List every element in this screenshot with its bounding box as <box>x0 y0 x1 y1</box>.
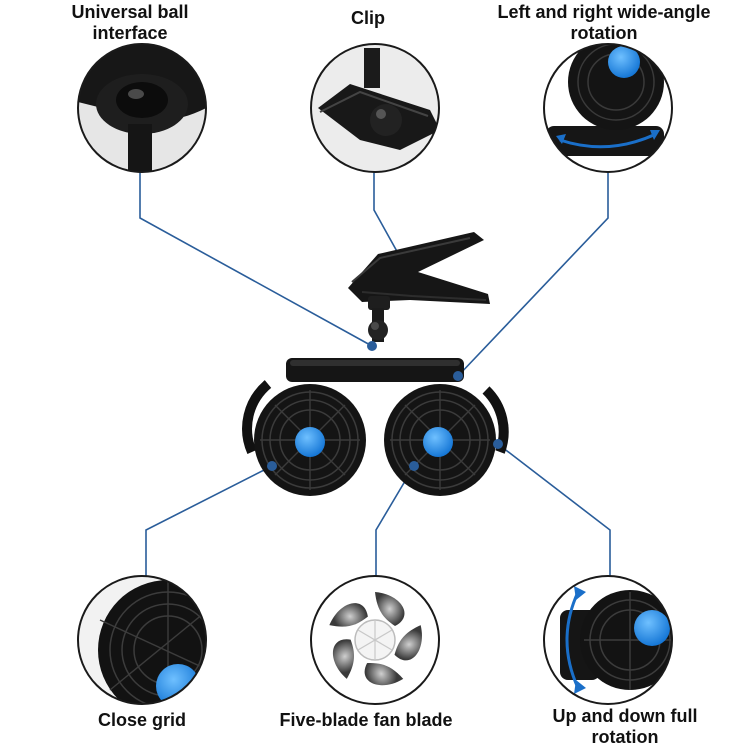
product-fan-left <box>242 380 366 496</box>
label-line: Up and down full <box>552 706 698 726</box>
product-clip <box>348 232 490 310</box>
detail-fan-blade <box>310 575 440 705</box>
connector-close-grid <box>145 465 273 576</box>
label-left-right-rotation: Left and right wide-angle rotation <box>468 2 740 44</box>
label-line: Five-blade fan blade <box>279 710 453 730</box>
connector-clip <box>373 172 405 265</box>
label-up-down-rotation: Up and down full rotation <box>500 706 750 748</box>
label-line: interface <box>92 23 168 43</box>
connector-fan-blade <box>375 465 415 576</box>
detail-rotation-lr <box>543 43 673 173</box>
connector-lines <box>139 172 611 576</box>
label-line: Universal ball <box>71 2 189 22</box>
product-mount-bar <box>286 358 464 382</box>
detail-close-grid <box>77 575 207 705</box>
label-line: Left and right wide-angle <box>497 2 711 22</box>
connector-rotation-ud <box>497 443 611 576</box>
label-line: Close grid <box>97 710 186 730</box>
product-ball-joint <box>367 308 388 351</box>
connector-rotation-lr <box>457 172 609 377</box>
label-universal-ball-interface: Universal ball interface <box>40 2 220 44</box>
connector-universal-ball <box>139 172 373 347</box>
label-line: rotation <box>591 727 659 747</box>
label-five-blade-fan-blade: Five-blade fan blade <box>248 710 484 731</box>
label-line: rotation <box>570 23 638 43</box>
label-line: Clip <box>351 8 385 28</box>
detail-rotation-ud <box>543 575 673 705</box>
detail-universal-ball <box>77 43 207 173</box>
label-clip: Clip <box>318 8 418 29</box>
detail-clip <box>310 43 440 173</box>
label-close-grid: Close grid <box>62 710 222 731</box>
product-fan-right <box>384 384 509 496</box>
